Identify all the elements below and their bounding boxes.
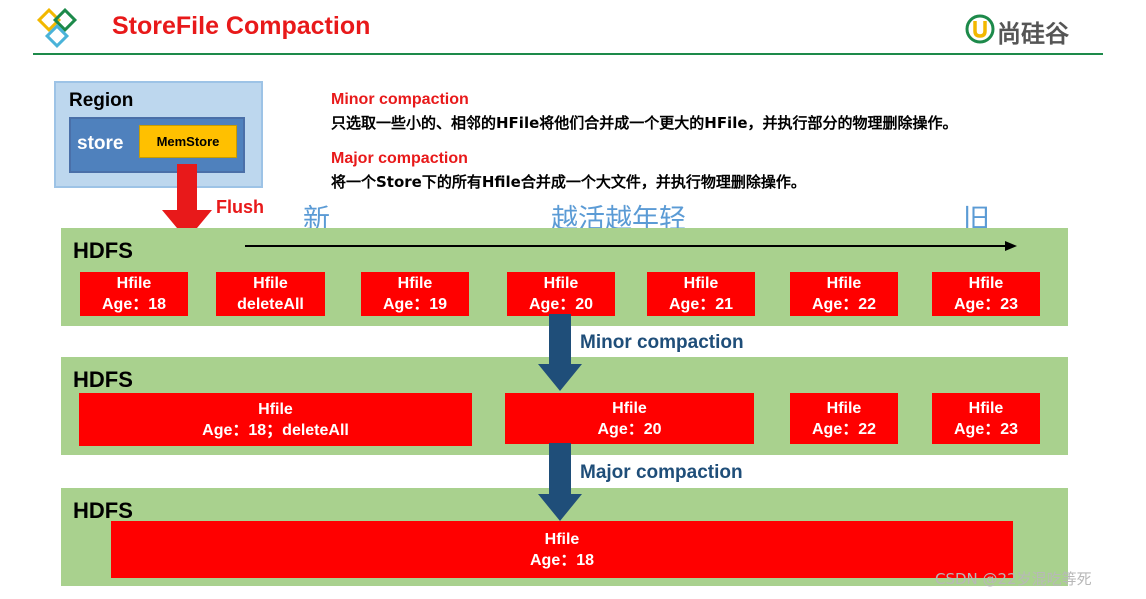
hfile-age: deleteAll	[237, 296, 304, 313]
hfile-age: Age：18	[101, 296, 167, 313]
hfile-block: Hfile Age：19	[361, 272, 469, 316]
hfile-block: Hfile Age：23	[932, 272, 1040, 316]
hfile-name: Hfile	[683, 275, 719, 292]
hfile-block: Hfile Age：20	[507, 272, 615, 316]
hfile-block: Hfile Age：18	[80, 272, 188, 316]
hfile-block: Hfile Age：21	[647, 272, 755, 316]
hfile-name: Hfile	[543, 275, 579, 292]
hfile-block: Hfile Age：20	[505, 393, 754, 444]
hfile-age: Age：19	[382, 296, 448, 313]
hfile-age: Age：23	[953, 296, 1019, 313]
hdfs-band-2-label: HDFS	[73, 367, 133, 392]
hfile-name: Hfile	[397, 275, 433, 292]
minor-compaction-arrow-icon	[538, 314, 582, 391]
hfile-name: Hfile	[253, 275, 288, 292]
hfile-block: Hfile Age：22	[790, 393, 898, 444]
hfile-age: Age：21	[668, 296, 734, 313]
hfile-block: Hfile Age：23	[932, 393, 1040, 444]
minor-compaction-title: Minor compaction	[331, 91, 469, 108]
hfile-block: Hfile Age：22	[790, 272, 898, 316]
hfile-age: Age：18；deleteAll	[202, 421, 349, 439]
hfile-name: Hfile	[116, 275, 152, 292]
hfile-name: Hfile	[612, 399, 647, 417]
hfile-name: Hfile	[826, 275, 862, 292]
hfile-block: Hfile Age：18	[111, 521, 1013, 578]
hfile-age: Age：20	[528, 296, 594, 313]
memstore-box: MemStore	[139, 125, 237, 158]
hfile-name: Hfile	[544, 530, 580, 548]
hfile-block: Hfile deleteAll	[216, 272, 325, 316]
hfile-name: Hfile	[968, 399, 1004, 417]
region-label: Region	[69, 90, 134, 111]
brand-logo-text: 尚硅谷	[997, 20, 1069, 48]
store-label: store	[77, 133, 124, 154]
major-compaction-arrow-icon	[538, 443, 582, 521]
minor-compaction-description: 只选取一些小的、相邻的HFile将他们合并成一个更大的HFile，并执行部分的物…	[331, 114, 958, 132]
flush-label: Flush	[216, 197, 264, 217]
header-divider	[33, 53, 1103, 55]
major-compaction-title: Major compaction	[331, 150, 468, 167]
hfile-block: Hfile Age：18；deleteAll	[79, 393, 472, 446]
hfile-age: Age：22	[811, 420, 877, 438]
flush-arrow-icon	[162, 164, 212, 240]
hfile-age: Age：20	[597, 420, 662, 438]
hfile-age: Age：23	[953, 420, 1019, 438]
logo-diamond-icon	[36, 8, 78, 49]
hfile-name: Hfile	[258, 400, 293, 418]
hfile-age: Age：22	[811, 296, 877, 313]
brand-logo-icon	[965, 14, 995, 44]
hdfs-band-1-label: HDFS	[73, 238, 133, 263]
hfile-name: Hfile	[968, 275, 1004, 292]
timeline-arrow-icon	[245, 241, 1017, 251]
major-compaction-description: 将一个Store下的所有Hfile合并成一个大文件，并执行物理删除操作。	[331, 173, 806, 191]
page-title: StoreFile Compaction	[112, 12, 371, 40]
minor-compaction-label: Minor compaction	[580, 332, 744, 353]
watermark: CSDN @22岁混吃等死	[935, 570, 1092, 588]
hfile-name: Hfile	[826, 399, 862, 417]
major-compaction-label: Major compaction	[580, 462, 743, 483]
hfile-age: Age：18	[529, 551, 595, 569]
hdfs-band-3-label: HDFS	[73, 498, 133, 523]
